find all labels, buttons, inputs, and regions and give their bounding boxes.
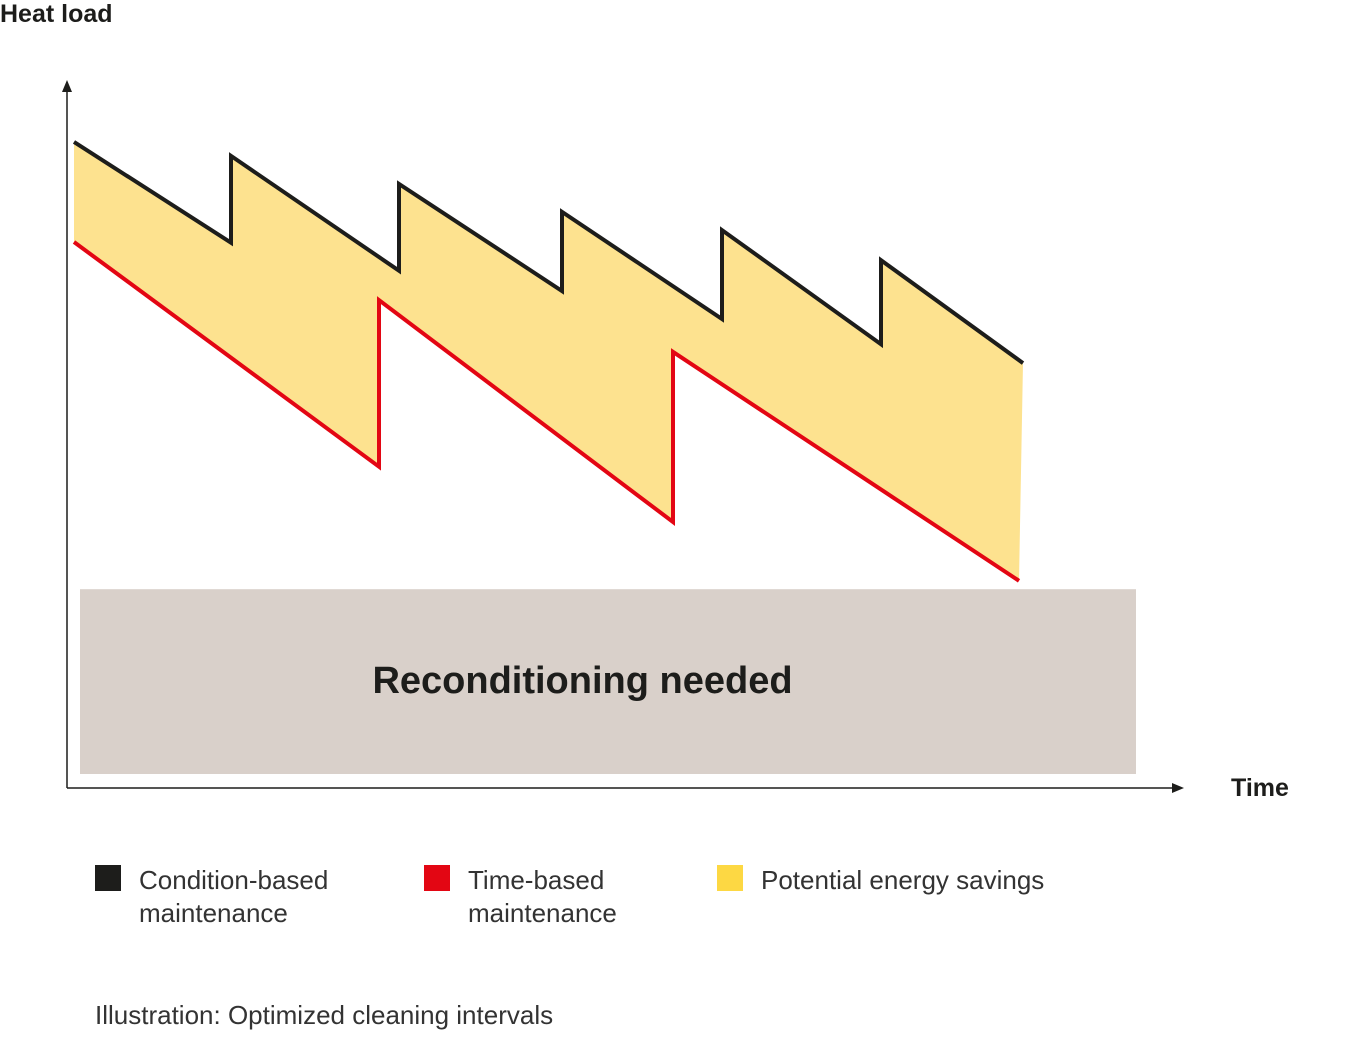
legend-label: maintenance (468, 898, 617, 928)
condition-based-line (72, 140, 1025, 365)
legend-label: Condition-based (139, 865, 329, 895)
legend-energy-savings: Potential energy savings (717, 864, 1044, 897)
legend-label: Potential energy savings (761, 865, 1045, 895)
y-axis-arrow-icon (62, 80, 72, 92)
zone-label: Reconditioning needed (372, 660, 793, 702)
y-axis-label: Heat load (0, 0, 113, 28)
caption: Illustration: Optimized cleaning interva… (95, 1000, 554, 1030)
time-based-line (72, 240, 1021, 583)
legend-label: Time-based (468, 865, 605, 895)
x-axis-label: Time (1231, 774, 1289, 802)
legend-swatch (95, 865, 121, 891)
x-axis-arrow-icon (1172, 783, 1184, 793)
energy-savings-area (74, 141, 1023, 581)
legend-swatch (424, 865, 450, 891)
legend-swatch (717, 865, 743, 891)
reconditioning-zone (80, 589, 1136, 774)
legend-label: maintenance (139, 898, 288, 928)
